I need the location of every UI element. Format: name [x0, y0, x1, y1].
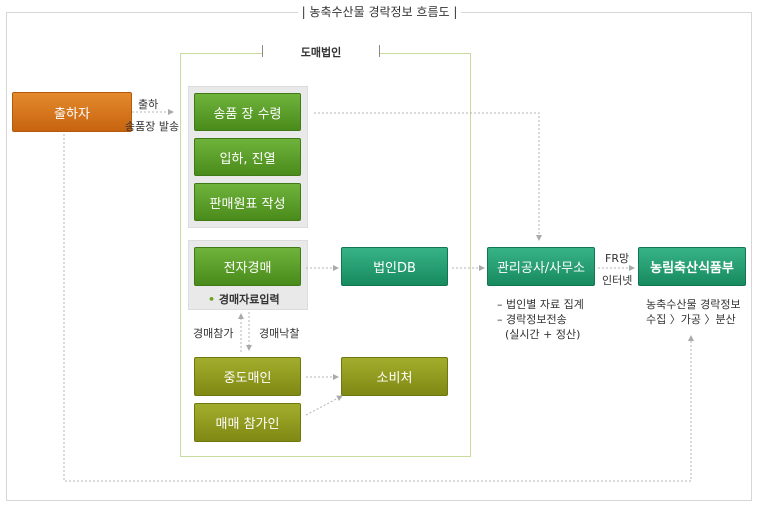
auction-join-label: 경매참가 [193, 327, 234, 340]
fr-net-label: FR망 [605, 252, 630, 265]
arrow-slip-to-management [314, 112, 542, 241]
consumer-box: 소비처 [341, 357, 448, 396]
bullet-icon: • [208, 293, 216, 306]
corp-db-box: 법인DB [341, 247, 448, 286]
ship-label-2: 송품장 발송 [125, 120, 180, 133]
receive-slip-box: 송품 장 수령 [194, 93, 301, 131]
e-auction-box: 전자경매 [194, 247, 301, 286]
auction-input-label: • 경매자료입력 [208, 293, 280, 306]
sales-slip-box: 판매원표 작성 [194, 183, 301, 221]
ministry-box: 농림축산식품부 [638, 247, 746, 286]
arrival-display-box: 입하, 진열 [194, 138, 301, 176]
middleman-box: 중도매인 [194, 357, 301, 396]
arrow-shipper-to-ministry [63, 134, 694, 482]
group-label-tick-left [262, 45, 263, 57]
shipper-box: 출하자 [12, 92, 132, 132]
diagram-title: | 농축수산물 경락정보 흐름도 | [0, 3, 759, 20]
internet-label: 인터넷 [602, 274, 633, 287]
mgmt-note-2: – 경락정보전송 [497, 313, 567, 326]
mgmt-note-3: (실시간 + 정산) [505, 328, 581, 341]
management-box: 관리공사/사무소 [487, 247, 595, 286]
group-label-tick-right [379, 45, 380, 57]
arrow-participant-to-consumer [305, 395, 343, 416]
trade-participant-box: 매매 참가인 [194, 403, 301, 442]
auction-win-label: 경매낙찰 [259, 327, 300, 340]
ministry-note-2: 수집 〉가공 〉분산 [646, 313, 736, 326]
ship-label-1: 출하 [138, 98, 159, 111]
mgmt-note-1: – 법인별 자료 집계 [497, 298, 584, 311]
group-label: 도매법인 [262, 44, 380, 60]
ministry-note-1: 농축수산물 경락정보 [646, 298, 741, 311]
